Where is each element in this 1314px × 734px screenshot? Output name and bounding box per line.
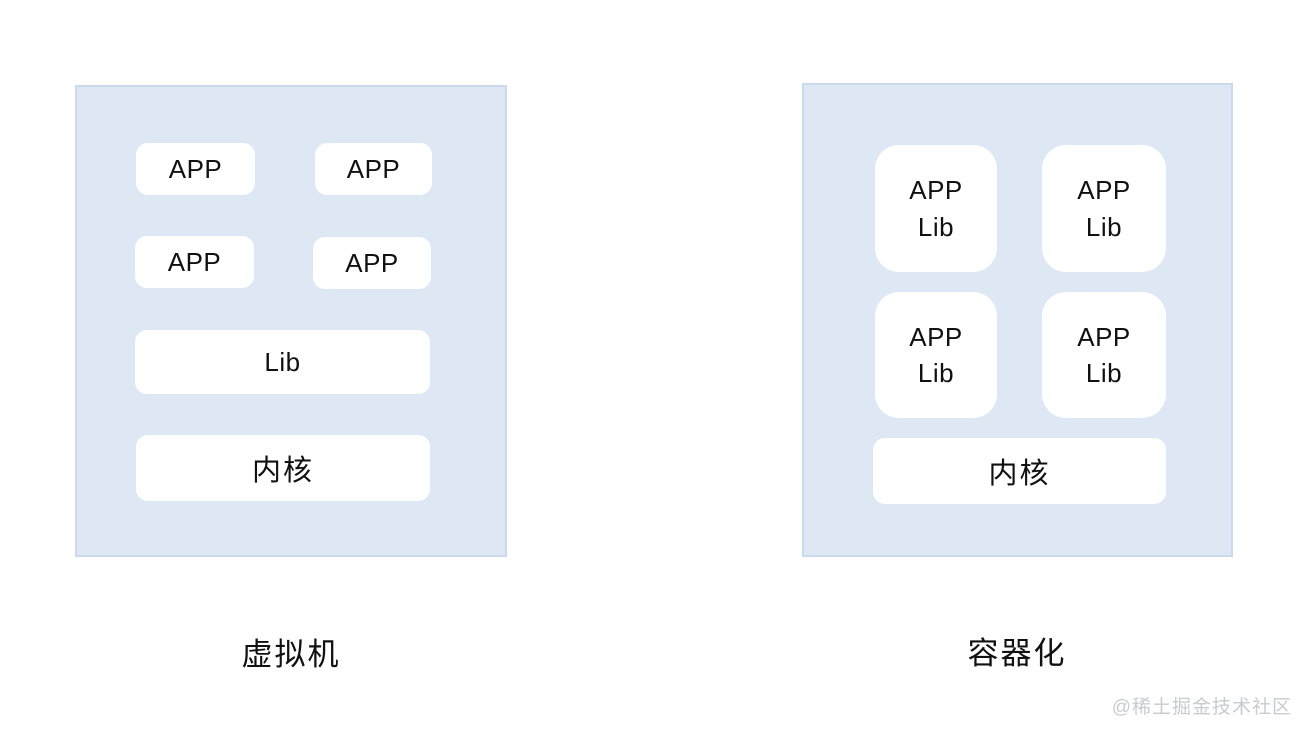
container-box: APP Lib	[1042, 292, 1166, 418]
vm-app-box: APP	[136, 143, 255, 195]
container-kernel-label: 内核	[988, 458, 1051, 490]
container-lib-label: Lib	[1085, 358, 1123, 388]
vm-kernel-box: 内核	[136, 435, 430, 501]
vm-lib-label: Lib	[264, 346, 301, 377]
vm-app-label: APP	[345, 247, 399, 278]
container-box: APP Lib	[875, 292, 997, 418]
vm-app-label: APP	[167, 246, 222, 277]
container-lib-label: Lib	[917, 358, 955, 388]
container-app-label: APP	[1077, 321, 1131, 352]
vm-lib-box: Lib	[135, 330, 430, 394]
vm-panel-caption: 虚拟机	[241, 637, 341, 672]
vm-app-box: APP	[135, 236, 254, 288]
watermark-text: @稀土掘金技术社区	[1111, 697, 1292, 718]
container-kernel-box: 内核	[873, 438, 1166, 504]
vm-app-box: APP	[313, 237, 431, 289]
vm-app-box: APP	[315, 143, 432, 195]
container-app-label: APP	[909, 175, 963, 206]
container-lib-label: Lib	[1085, 211, 1123, 242]
vm-kernel-label: 内核	[251, 455, 314, 487]
vm-panel: APP APP APP APP Lib 内核	[75, 85, 507, 557]
container-box: APP Lib	[875, 145, 997, 272]
container-lib-label: Lib	[917, 211, 955, 242]
container-box: APP Lib	[1042, 145, 1166, 272]
container-app-label: APP	[909, 321, 963, 352]
vm-app-label: APP	[168, 153, 223, 184]
container-panel-caption: 容器化	[967, 636, 1067, 671]
container-app-label: APP	[1077, 175, 1131, 206]
vm-app-label: APP	[346, 153, 401, 184]
container-panel: APP Lib APP Lib APP Lib APP Lib 内核	[802, 83, 1233, 557]
